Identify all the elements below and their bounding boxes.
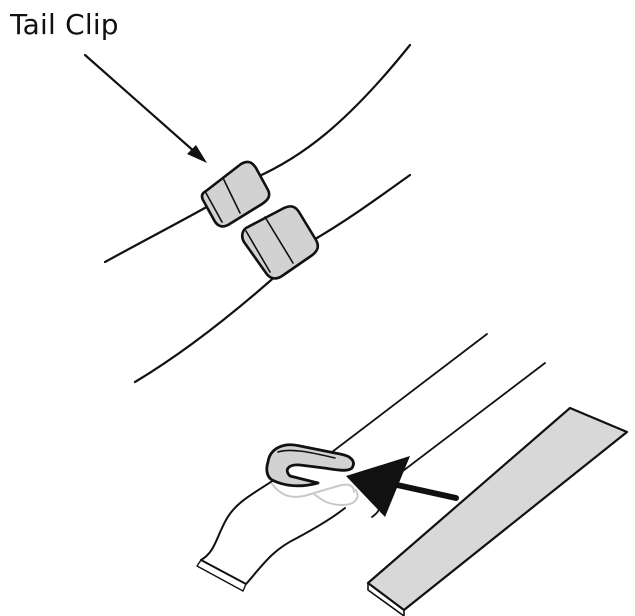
- tail-clip-on-strip: [265, 443, 359, 506]
- insert-arrow: [346, 456, 459, 517]
- wide-strip: [366, 406, 629, 616]
- tail-clip-label: Tail Clip: [10, 8, 119, 41]
- callout-arrow: [83, 53, 207, 163]
- ribbon-end: [200, 471, 346, 585]
- ribbon-end-edge: [196, 559, 247, 592]
- strap-line-upper: [103, 43, 412, 264]
- tail-clip-lower: [240, 205, 320, 280]
- tail-clip-upper: [200, 160, 271, 228]
- strap-line-lower: [133, 173, 412, 384]
